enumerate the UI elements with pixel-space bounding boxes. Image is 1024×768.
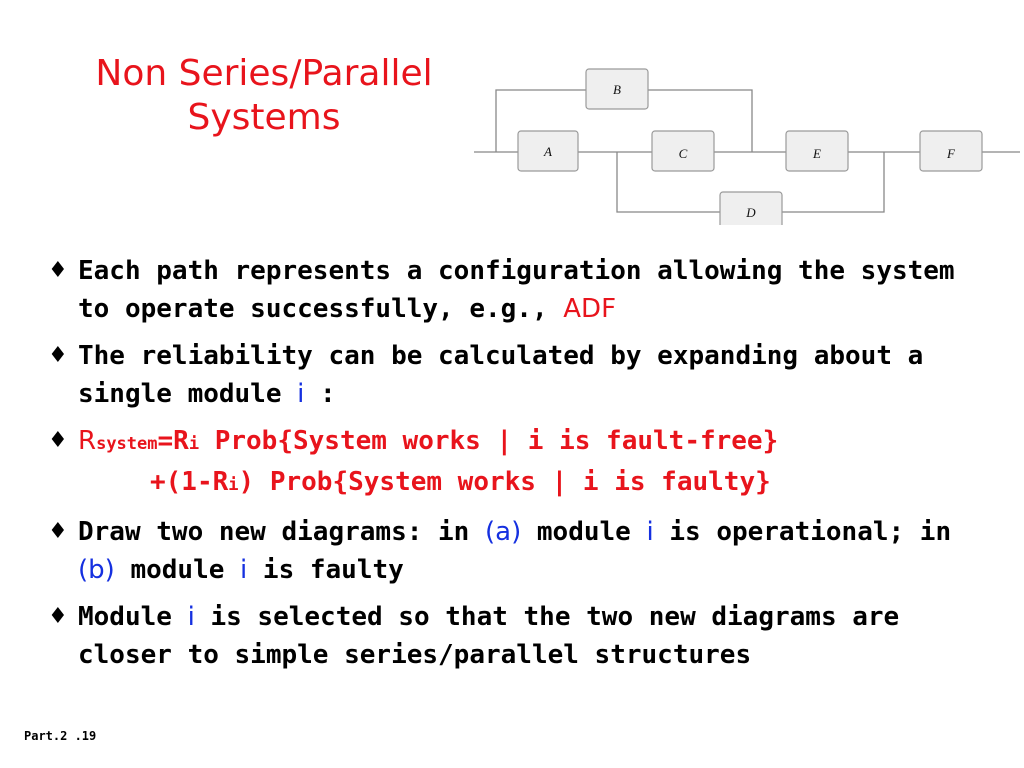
module-c: C — [651, 130, 715, 172]
title-line-2: Systems — [187, 97, 341, 138]
module-a-label: A — [543, 144, 552, 159]
diamond-bullet-icon: ♦ — [48, 519, 68, 544]
bullet-formula: ♦ Rsystem=Ri Prob{System works | i is fa… — [46, 422, 996, 504]
diamond-bullet-icon: ♦ — [48, 258, 68, 283]
module-b-label: B — [613, 82, 621, 97]
reliability-block-diagram: B A C E F D — [474, 68, 1020, 225]
diamond-bullet-icon: ♦ — [48, 428, 68, 453]
slide-title: Non Series/Parallel Systems — [40, 52, 488, 140]
connector-branch-b — [495, 89, 586, 152]
module-f-label: F — [946, 146, 956, 161]
formula-line-2: +(1-Ri) Prob{System works | i is faulty} — [150, 467, 771, 497]
module-e-label: E — [812, 146, 821, 161]
connector-branch-d — [616, 152, 720, 213]
bullet-reliability-expansion: ♦ The reliability can be calculated by e… — [46, 337, 996, 413]
module-c-label: C — [679, 146, 688, 161]
module-a: A — [517, 130, 579, 172]
bullet-new-diagrams: ♦ Draw two new diagrams: in (a) module i… — [46, 513, 996, 589]
diamond-bullet-icon: ♦ — [48, 343, 68, 368]
bullet-list: ♦ Each path represents a configuration a… — [46, 252, 996, 683]
bullet-paths: ♦ Each path represents a configuration a… — [46, 252, 996, 328]
bullet-module-selection: ♦ Module i is selected so that the two n… — [46, 598, 996, 674]
module-d-label: D — [745, 205, 756, 220]
module-b: B — [585, 68, 649, 110]
module-variable: i — [297, 379, 305, 409]
connector-d-return — [782, 152, 885, 213]
module-d: D — [719, 191, 783, 225]
module-f: F — [919, 130, 983, 172]
module-e: E — [785, 130, 849, 172]
connector-b-return — [648, 89, 753, 152]
diamond-bullet-icon: ♦ — [48, 604, 68, 629]
example-path-adf: ADF — [563, 294, 617, 324]
slide-footer: Part.2 .19 — [24, 729, 97, 743]
title-line-1: Non Series/Parallel — [95, 53, 433, 94]
